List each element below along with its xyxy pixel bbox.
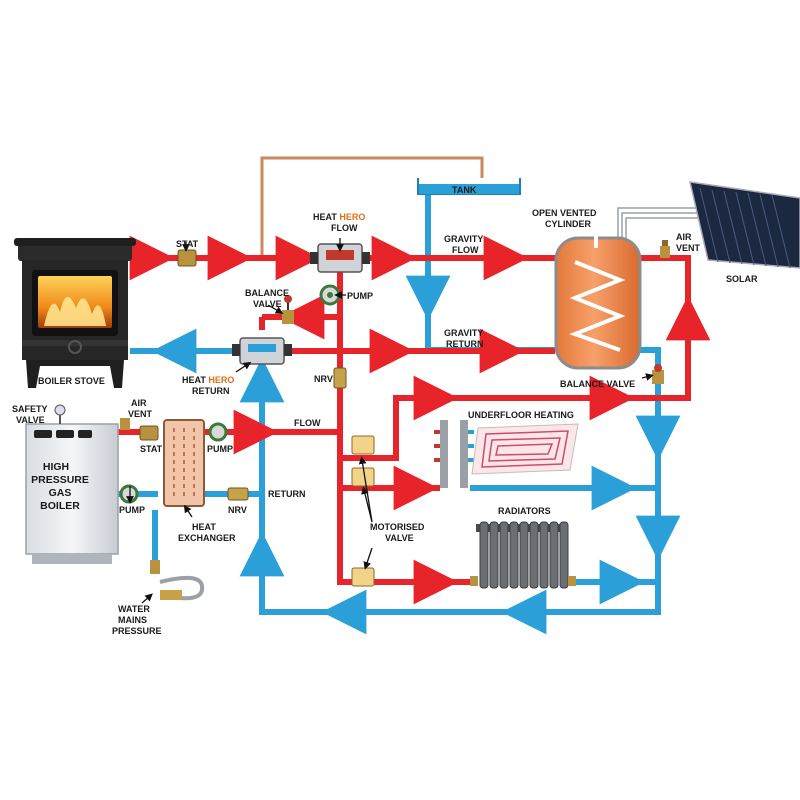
stat-top-label: STAT — [176, 239, 199, 249]
stat-icon — [177, 249, 197, 267]
radiators-label: RADIATORS — [498, 506, 551, 516]
open-vented-label: OPEN VENTED — [532, 208, 597, 218]
pump-left-bottom-label: PUMP — [119, 505, 145, 515]
nrv-icon — [333, 367, 347, 389]
air-vent-left-label-2: VENT — [128, 409, 153, 419]
gas-boiler-label: HIGH — [43, 461, 69, 473]
pump-top-label: PUMP — [347, 291, 373, 301]
water-mains-label-2: MAINS — [118, 615, 147, 625]
valve-icon — [282, 295, 294, 324]
pump-icon — [319, 284, 341, 306]
balance-valve-label-2: VALVE — [253, 299, 282, 309]
heat-hero-flow-label-2: FLOW — [331, 223, 358, 233]
pump-left-top-icon — [208, 422, 228, 442]
cylinder-icon — [554, 236, 642, 370]
balance-valve-right-label: BALANCE VALVE — [560, 379, 635, 389]
stat-left-label: STAT — [140, 444, 163, 454]
balance-valve-right-icon — [652, 364, 664, 384]
motorised-label-2: VALVE — [385, 533, 414, 543]
safety-valve-icon — [54, 404, 66, 424]
water-mains-icon — [150, 560, 205, 601]
cylinder-label: CYLINDER — [545, 219, 592, 229]
air-vent-top-label: AIR — [676, 232, 692, 242]
pump-left-bottom-icon — [119, 484, 139, 504]
pump-left-top-label: PUMP — [207, 444, 233, 454]
flow-label: FLOW — [294, 418, 321, 428]
motorised-label: MOTORISED — [370, 522, 425, 532]
nrv-mid-label: NRV — [314, 374, 333, 384]
stat-left-icon — [139, 425, 159, 441]
flow-arrows-blue — [151, 275, 681, 635]
heat-hero-return-label: HEAT HERO — [182, 375, 234, 385]
stove-icon — [14, 238, 136, 388]
gas-boiler-label-2: PRESSURE — [31, 474, 89, 486]
heat-hero-flow-label: HEAT HERO — [313, 212, 365, 222]
gas-boiler-label-3: GAS — [49, 487, 72, 499]
copper-pipe — [260, 156, 484, 258]
heat-exchanger-icon — [163, 419, 205, 507]
safety-valve-label: SAFETY — [12, 404, 48, 414]
tank-icon — [417, 178, 521, 195]
heat-exchanger-label-2: EXCHANGER — [178, 533, 236, 543]
nrv-left-label: NRV — [228, 505, 247, 515]
heat-exchanger-label: HEAT — [192, 522, 216, 532]
heat-hero-return-label-2: RETURN — [192, 386, 230, 396]
radiator-icon — [470, 521, 576, 589]
leader-arrows — [126, 238, 654, 604]
gas-boiler-icon — [25, 423, 119, 564]
flow-arrows-red — [129, 235, 711, 605]
air-vent-top-label-2: VENT — [676, 243, 701, 253]
heat-hero-return-unit — [232, 337, 292, 365]
balance-valve-label: BALANCE — [245, 288, 289, 298]
gravity-return-label: GRAVITY — [444, 328, 483, 338]
return-label: RETURN — [268, 489, 306, 499]
solar-panel-icon — [689, 181, 800, 269]
safety-valve-label-2: VALVE — [16, 415, 45, 425]
gas-boiler-label-4: BOILER — [40, 500, 80, 512]
gravity-flow-label-2: FLOW — [452, 245, 479, 255]
air-vent-left-icon — [120, 418, 130, 430]
solar-label: SOLAR — [726, 274, 758, 284]
air-vent-left-label: AIR — [131, 398, 147, 408]
gravity-flow-label: GRAVITY — [444, 234, 483, 244]
motorised-valve-icon — [351, 435, 375, 587]
water-mains-label-3: PRESSURE — [112, 626, 162, 636]
water-mains-label: WATER — [118, 604, 150, 614]
boiler-stove-label: BOILER STOVE — [38, 376, 105, 386]
tank-label: TANK — [452, 185, 477, 195]
gravity-return-label-2: RETURN — [446, 339, 484, 349]
solar-connections — [617, 207, 710, 240]
text-labels: STAT HEAT HERO FLOW TANK OPEN VENTED CYL… — [12, 185, 758, 636]
manifold-icon — [434, 420, 474, 488]
underfloor-coil-icon — [471, 423, 579, 475]
air-vent-icon — [660, 240, 670, 258]
underfloor-label: UNDERFLOOR HEATING — [468, 410, 574, 420]
nrv-left-icon — [227, 487, 249, 501]
heat-hero-flow-unit — [310, 243, 370, 273]
